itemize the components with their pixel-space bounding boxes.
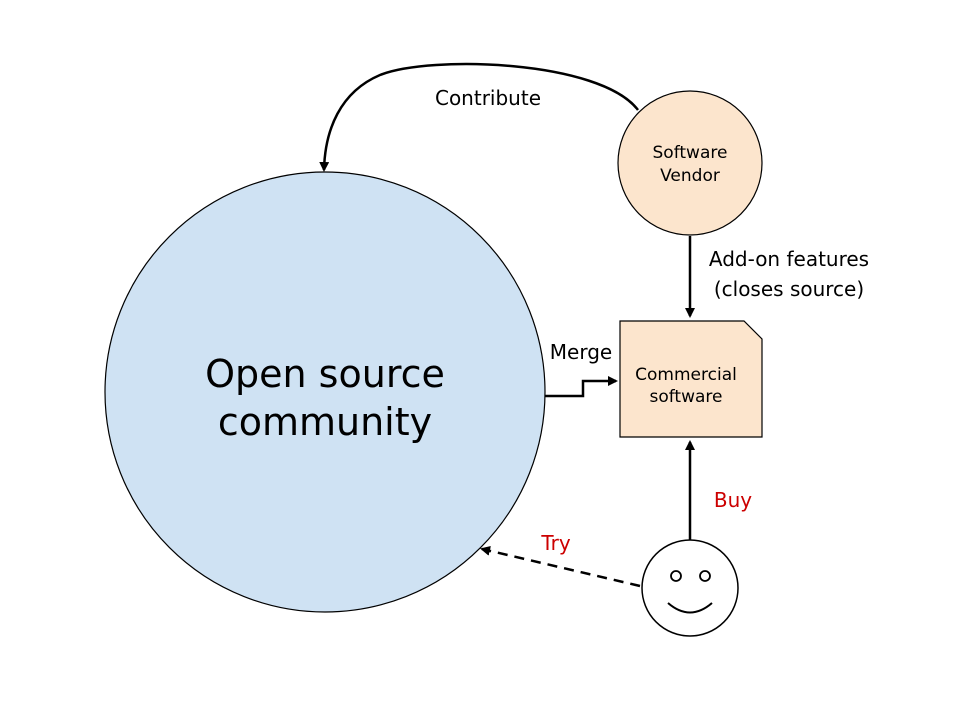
vendor-label-line1: Software — [653, 143, 728, 163]
software-node: Commercial software — [619, 320, 763, 438]
vendor-node: Software Vendor — [617, 90, 763, 236]
software-box — [619, 320, 763, 438]
vendor-label-line2: Vendor — [660, 166, 720, 186]
addon-label-line1: Add-on features — [709, 247, 869, 271]
buy-label: Buy — [714, 488, 752, 512]
contribute-arrow — [319, 62, 639, 172]
community-circle — [104, 171, 546, 613]
user-smile — [667, 602, 713, 614]
try-label: Try — [540, 531, 571, 555]
software-label-line1: Commercial — [635, 365, 737, 385]
community-node: Open source community — [104, 171, 546, 613]
merge-label: Merge — [550, 340, 612, 364]
merge-arrow — [545, 376, 618, 398]
community-label-line2: community — [218, 400, 432, 444]
addon-edge: Add-on features (closes source) — [685, 236, 869, 318]
vendor-circle — [617, 90, 763, 236]
community-label-line1: Open source — [205, 352, 445, 396]
buy-edge: Buy — [685, 440, 752, 540]
contribute-label: Contribute — [435, 86, 541, 110]
smiley-face-icon — [641, 539, 739, 637]
user-right-eye — [699, 570, 711, 582]
addon-label-line2: (closes source) — [714, 277, 864, 301]
user-face-circle — [641, 539, 739, 637]
merge-edge: Merge — [545, 340, 618, 398]
user-left-eye — [670, 570, 682, 582]
software-label-line2: software — [649, 387, 722, 407]
try-edge: Try — [480, 531, 641, 588]
contribute-edge: Contribute — [319, 62, 639, 172]
